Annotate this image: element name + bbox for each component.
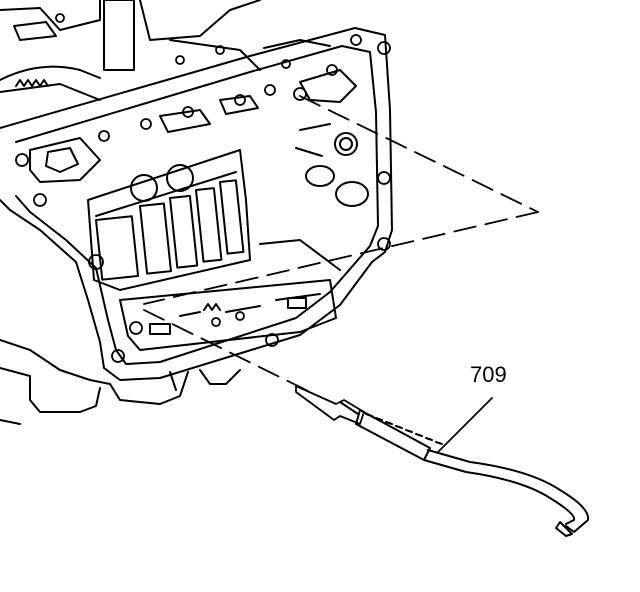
top-gear-assembly [0, 0, 261, 101]
lower-case-body [0, 339, 241, 425]
sensor-709 [295, 385, 590, 537]
clutch-drum [87, 123, 369, 291]
valve-body-mount [119, 239, 341, 351]
case-gasket-flange [0, 27, 393, 381]
callout-label-709: 709 [470, 362, 507, 387]
flange-bolt-holes [15, 13, 391, 363]
locator-dashed-lines [143, 95, 539, 393]
